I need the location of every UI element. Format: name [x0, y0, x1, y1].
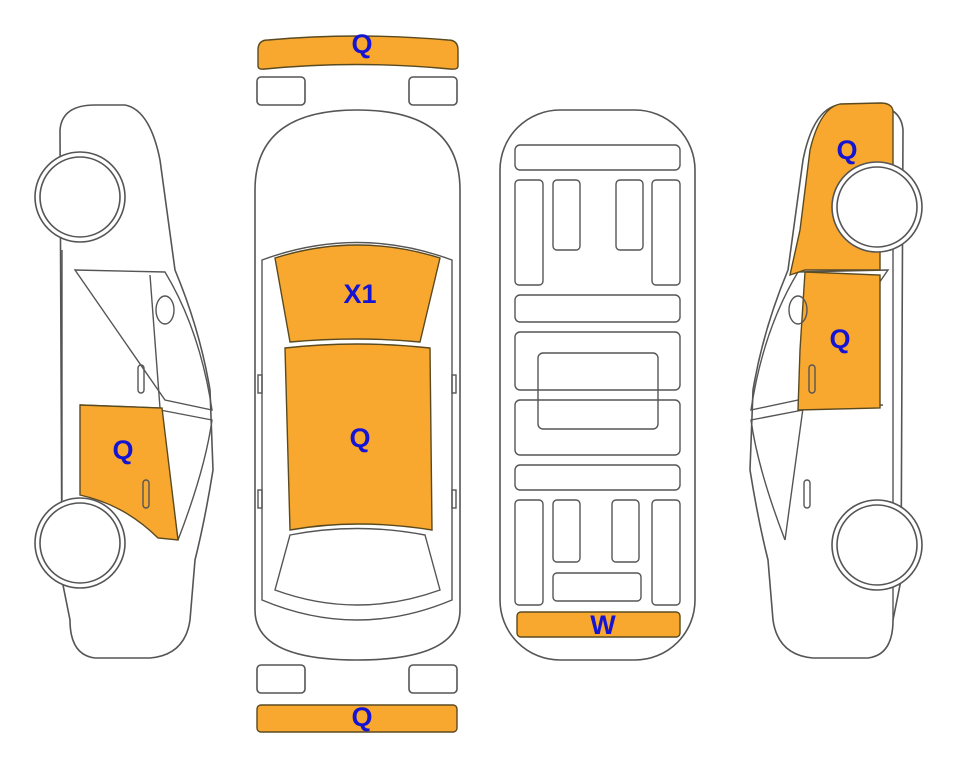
right-side-view: Q Q [749, 102, 923, 659]
damage-code-label: Q [349, 423, 370, 453]
roof-panel[interactable] [284, 343, 433, 531]
damage-code-label: Q [351, 29, 372, 59]
damage-code-label: X1 [343, 279, 376, 309]
damage-code-label: W [590, 610, 616, 640]
right-front-door-panel[interactable] [797, 271, 881, 411]
rear-bumper-panel[interactable] [256, 704, 458, 733]
damage-code-label: Q [351, 702, 372, 732]
top-view: Q X1 Q Q [254, 29, 461, 733]
rear-underbody-panel[interactable] [516, 611, 681, 638]
damage-code-label: Q [836, 135, 857, 165]
left-side-view: Q [34, 104, 214, 659]
windshield-panel[interactable] [274, 244, 441, 343]
damage-code-label: Q [112, 435, 133, 465]
underbody-view: W [499, 109, 696, 661]
left-front-door-panel[interactable] [79, 404, 179, 541]
damage-code-label: Q [829, 324, 850, 354]
front-bumper-panel[interactable] [257, 35, 459, 70]
